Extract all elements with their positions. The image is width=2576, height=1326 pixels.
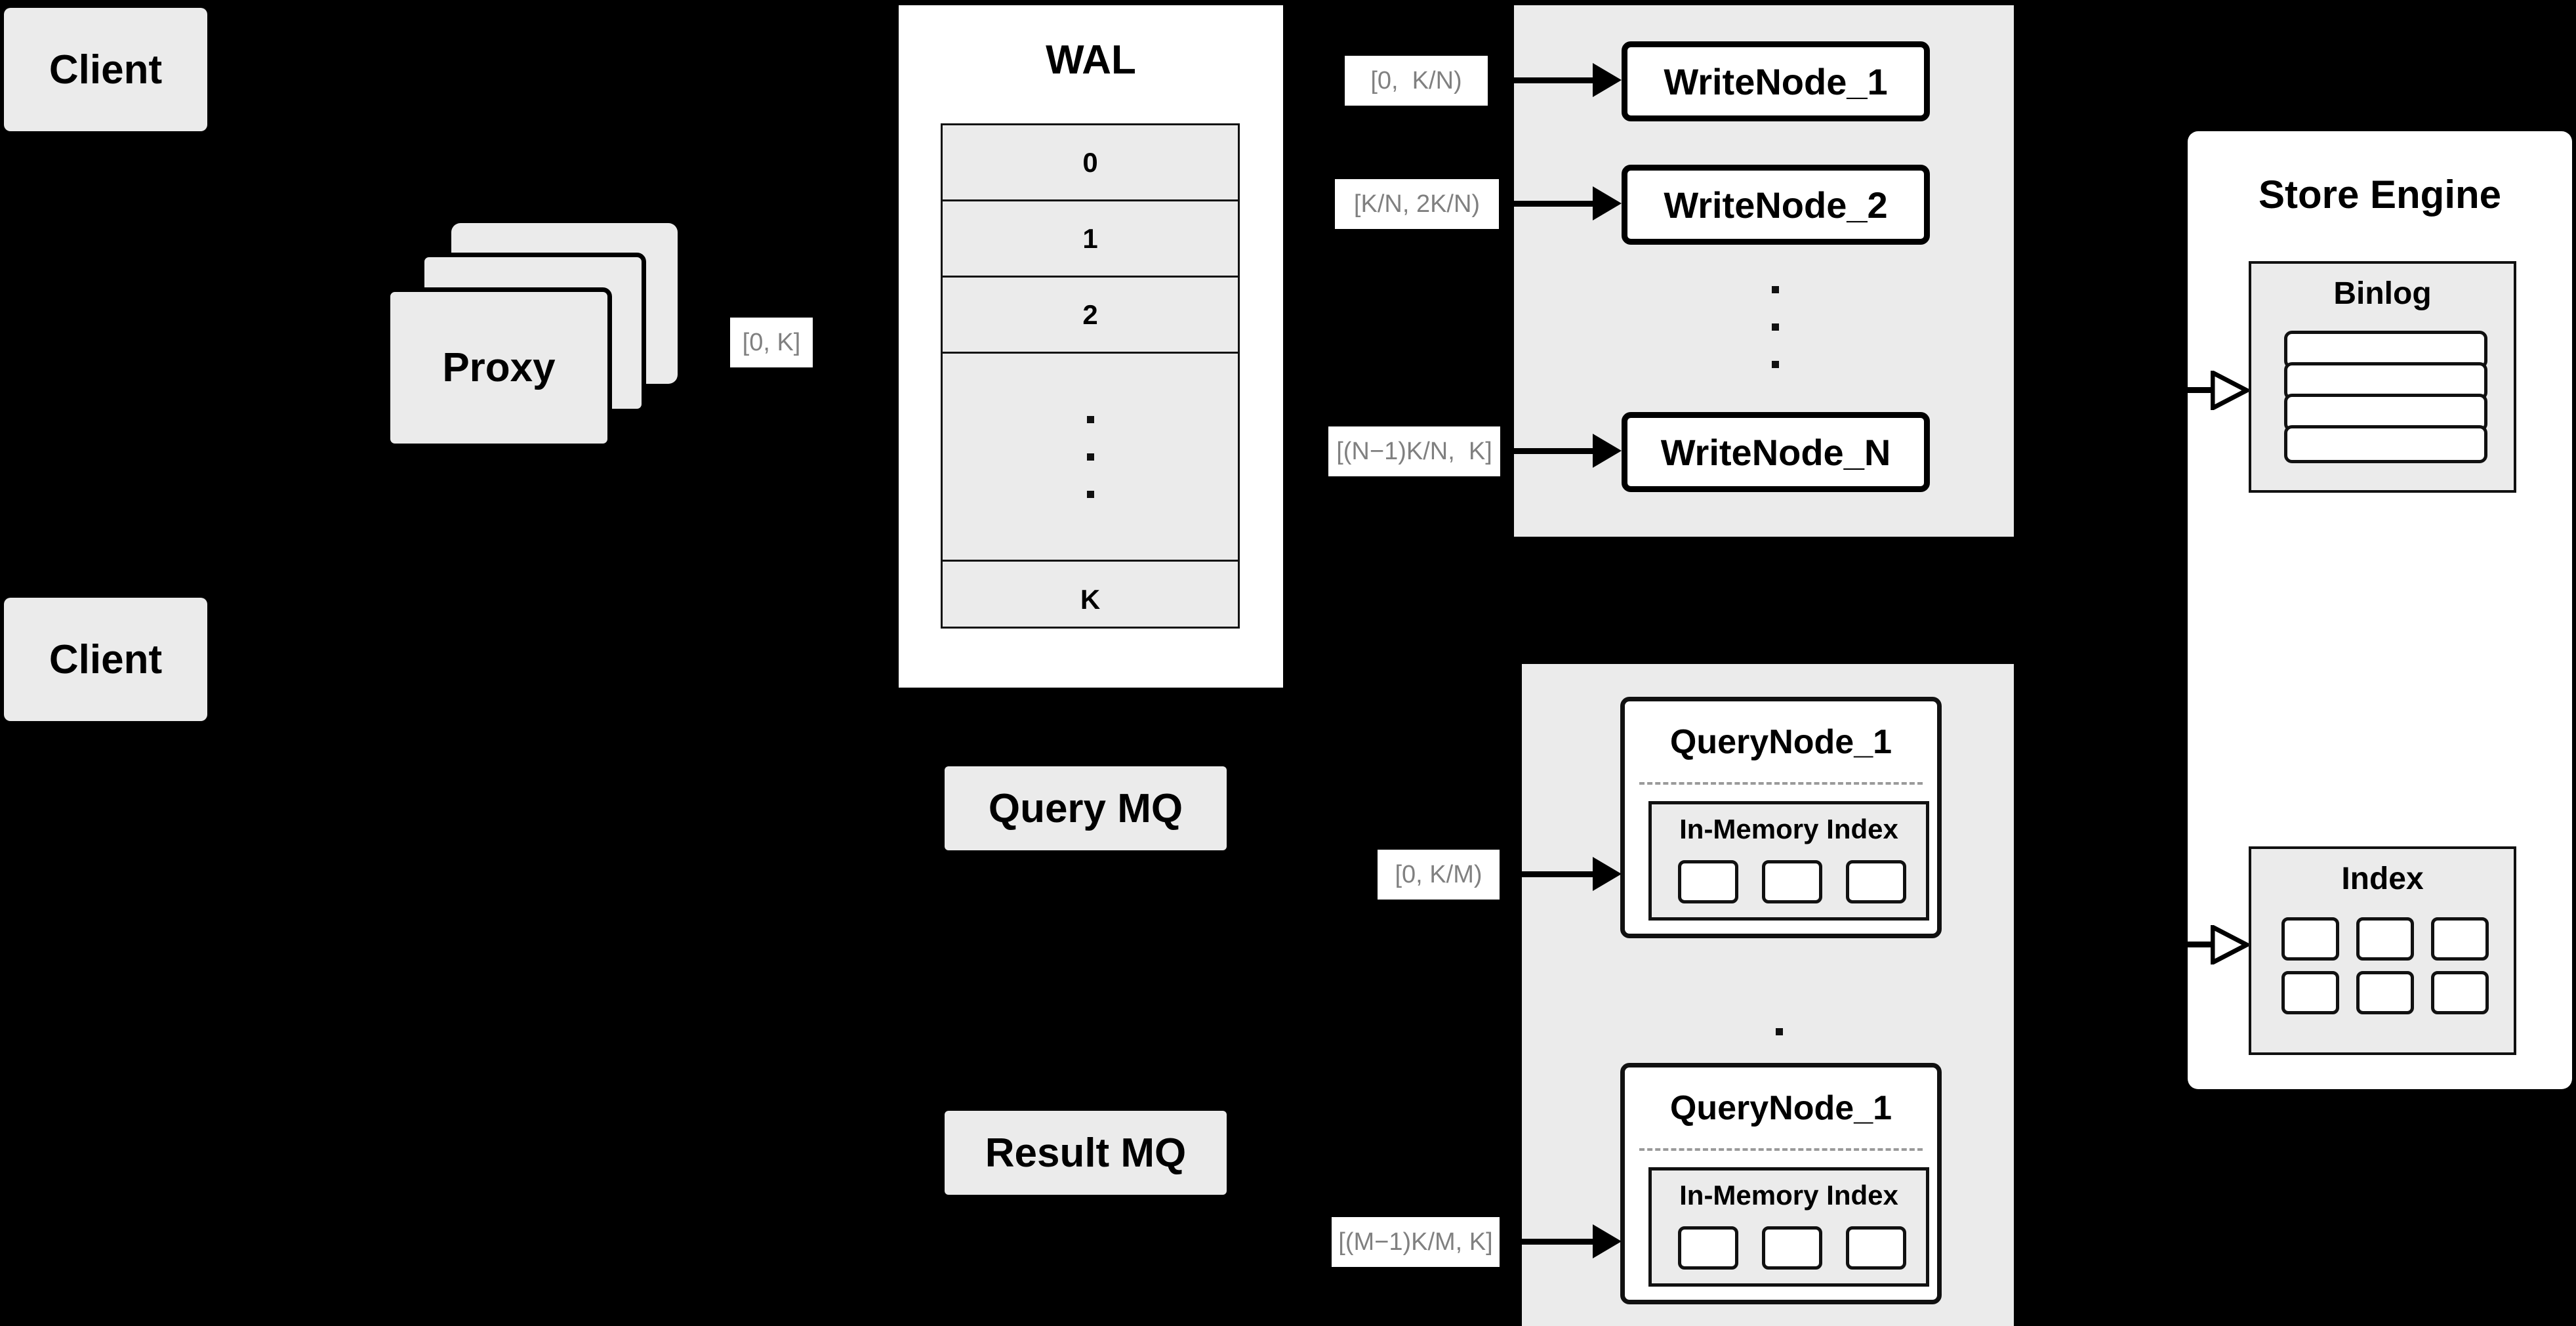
binlog-bar (2284, 425, 2487, 463)
write-node-label: WriteNode_N (1660, 431, 1891, 473)
arrow-head-write-1 (1593, 63, 1622, 97)
query-node-divider (1639, 782, 1923, 785)
arrow-head-write-2 (1593, 186, 1622, 220)
write-node-label: WriteNode_2 (1664, 184, 1888, 226)
arrow-head-query-m (1593, 1224, 1622, 1258)
arrow-line-binlog (2182, 387, 2216, 393)
query-mq-box[interactable]: Query MQ (945, 766, 1227, 850)
in-memory-index-label: In-Memory Index (1679, 1180, 1898, 1211)
binlog-title: Binlog (2333, 276, 2432, 311)
arrow-head-query-1 (1593, 857, 1622, 891)
index-cell (1846, 1226, 1906, 1270)
store-engine-panel: Store Engine Binlog Index (2188, 131, 2572, 1089)
query-node-label: QueryNode_1 (1669, 723, 1892, 761)
index-cell (2356, 971, 2414, 1014)
index-cell (2281, 971, 2339, 1014)
range-label-write-1: [0, K/N) (1345, 56, 1488, 106)
write-node-cluster: WriteNode_1 WriteNode_2 WriteNode_N (1514, 5, 2014, 537)
wal-panel: WAL 0 1 2 K (899, 5, 1283, 688)
range-label-text: [0, K] (742, 328, 801, 356)
range-label-write-n: [(N−1)K/N, K] (1328, 426, 1500, 476)
range-label-query-m: [(M−1)K/M, K] (1332, 1217, 1500, 1267)
index-cell (1678, 860, 1738, 903)
proxy-label: Proxy (442, 345, 556, 390)
in-memory-index-box: In-Memory Index (1648, 1167, 1929, 1287)
client-box-1[interactable]: Client (4, 8, 207, 131)
write-node-1[interactable]: WriteNode_1 (1622, 41, 1930, 121)
arrow-head-index-open (2211, 925, 2249, 964)
index-cell (1762, 860, 1822, 903)
wal-row-ellipsis (943, 354, 1238, 562)
in-memory-index-box: In-Memory Index (1648, 801, 1929, 921)
index-cell (1678, 1226, 1738, 1270)
client-label: Client (49, 636, 163, 682)
index-cell (2431, 917, 2489, 961)
result-mq-box[interactable]: Result MQ (945, 1111, 1227, 1195)
index-cell (2431, 971, 2489, 1014)
index-cell (1762, 1226, 1822, 1270)
arrow-line-write-n (1502, 448, 1594, 454)
query-node-cluster: QueryNode_1 In-Memory Index QueryNode_1 … (1522, 664, 2014, 1326)
write-node-label: WriteNode_1 (1664, 60, 1888, 102)
in-memory-index-label: In-Memory Index (1679, 814, 1898, 844)
client-box-2[interactable]: Client (4, 598, 207, 721)
arrow-line-query-m (1502, 1239, 1594, 1245)
arrow-line-query-1 (1502, 871, 1594, 877)
range-label-write-2: [K/N, 2K/N) (1335, 179, 1499, 229)
proxy-card-front[interactable]: Proxy (386, 287, 612, 448)
client-label: Client (49, 47, 163, 93)
index-cell (1846, 860, 1906, 903)
range-label-query-1: [0, K/M) (1378, 850, 1500, 900)
index-cell (2281, 917, 2339, 961)
arrow-head-write-n (1593, 434, 1622, 468)
arrow-line-write-2 (1502, 201, 1594, 207)
range-label-proxy-out: [0, K] (730, 318, 813, 367)
query-node-label: QueryNode_1 (1669, 1089, 1892, 1127)
query-node-1[interactable]: QueryNode_1 In-Memory Index (1620, 697, 1942, 938)
arrow-line-write-1 (1502, 77, 1594, 83)
index-box: Index (2249, 846, 2516, 1055)
arrow-head-binlog-open (2211, 371, 2249, 410)
store-engine-title: Store Engine (2258, 173, 2502, 217)
wal-title: WAL (1046, 37, 1136, 83)
wal-row: 2 (943, 278, 1238, 354)
query-node-divider (1639, 1148, 1923, 1151)
wal-row: 1 (943, 201, 1238, 278)
result-mq-label: Result MQ (985, 1130, 1187, 1176)
write-node-n[interactable]: WriteNode_N (1622, 412, 1930, 492)
wal-row: 0 (943, 125, 1238, 201)
index-title: Index (2341, 861, 2424, 896)
query-mq-label: Query MQ (988, 785, 1183, 831)
write-cluster-ellipsis (1772, 286, 1779, 368)
write-node-2[interactable]: WriteNode_2 (1622, 165, 1930, 245)
index-cell (2356, 917, 2414, 961)
wal-row: K (1080, 583, 1101, 615)
binlog-box: Binlog (2249, 261, 2516, 493)
wal-table: 0 1 2 K (941, 123, 1240, 629)
query-node-m[interactable]: QueryNode_1 In-Memory Index (1620, 1063, 1942, 1304)
arrow-line-index (2182, 942, 2216, 947)
